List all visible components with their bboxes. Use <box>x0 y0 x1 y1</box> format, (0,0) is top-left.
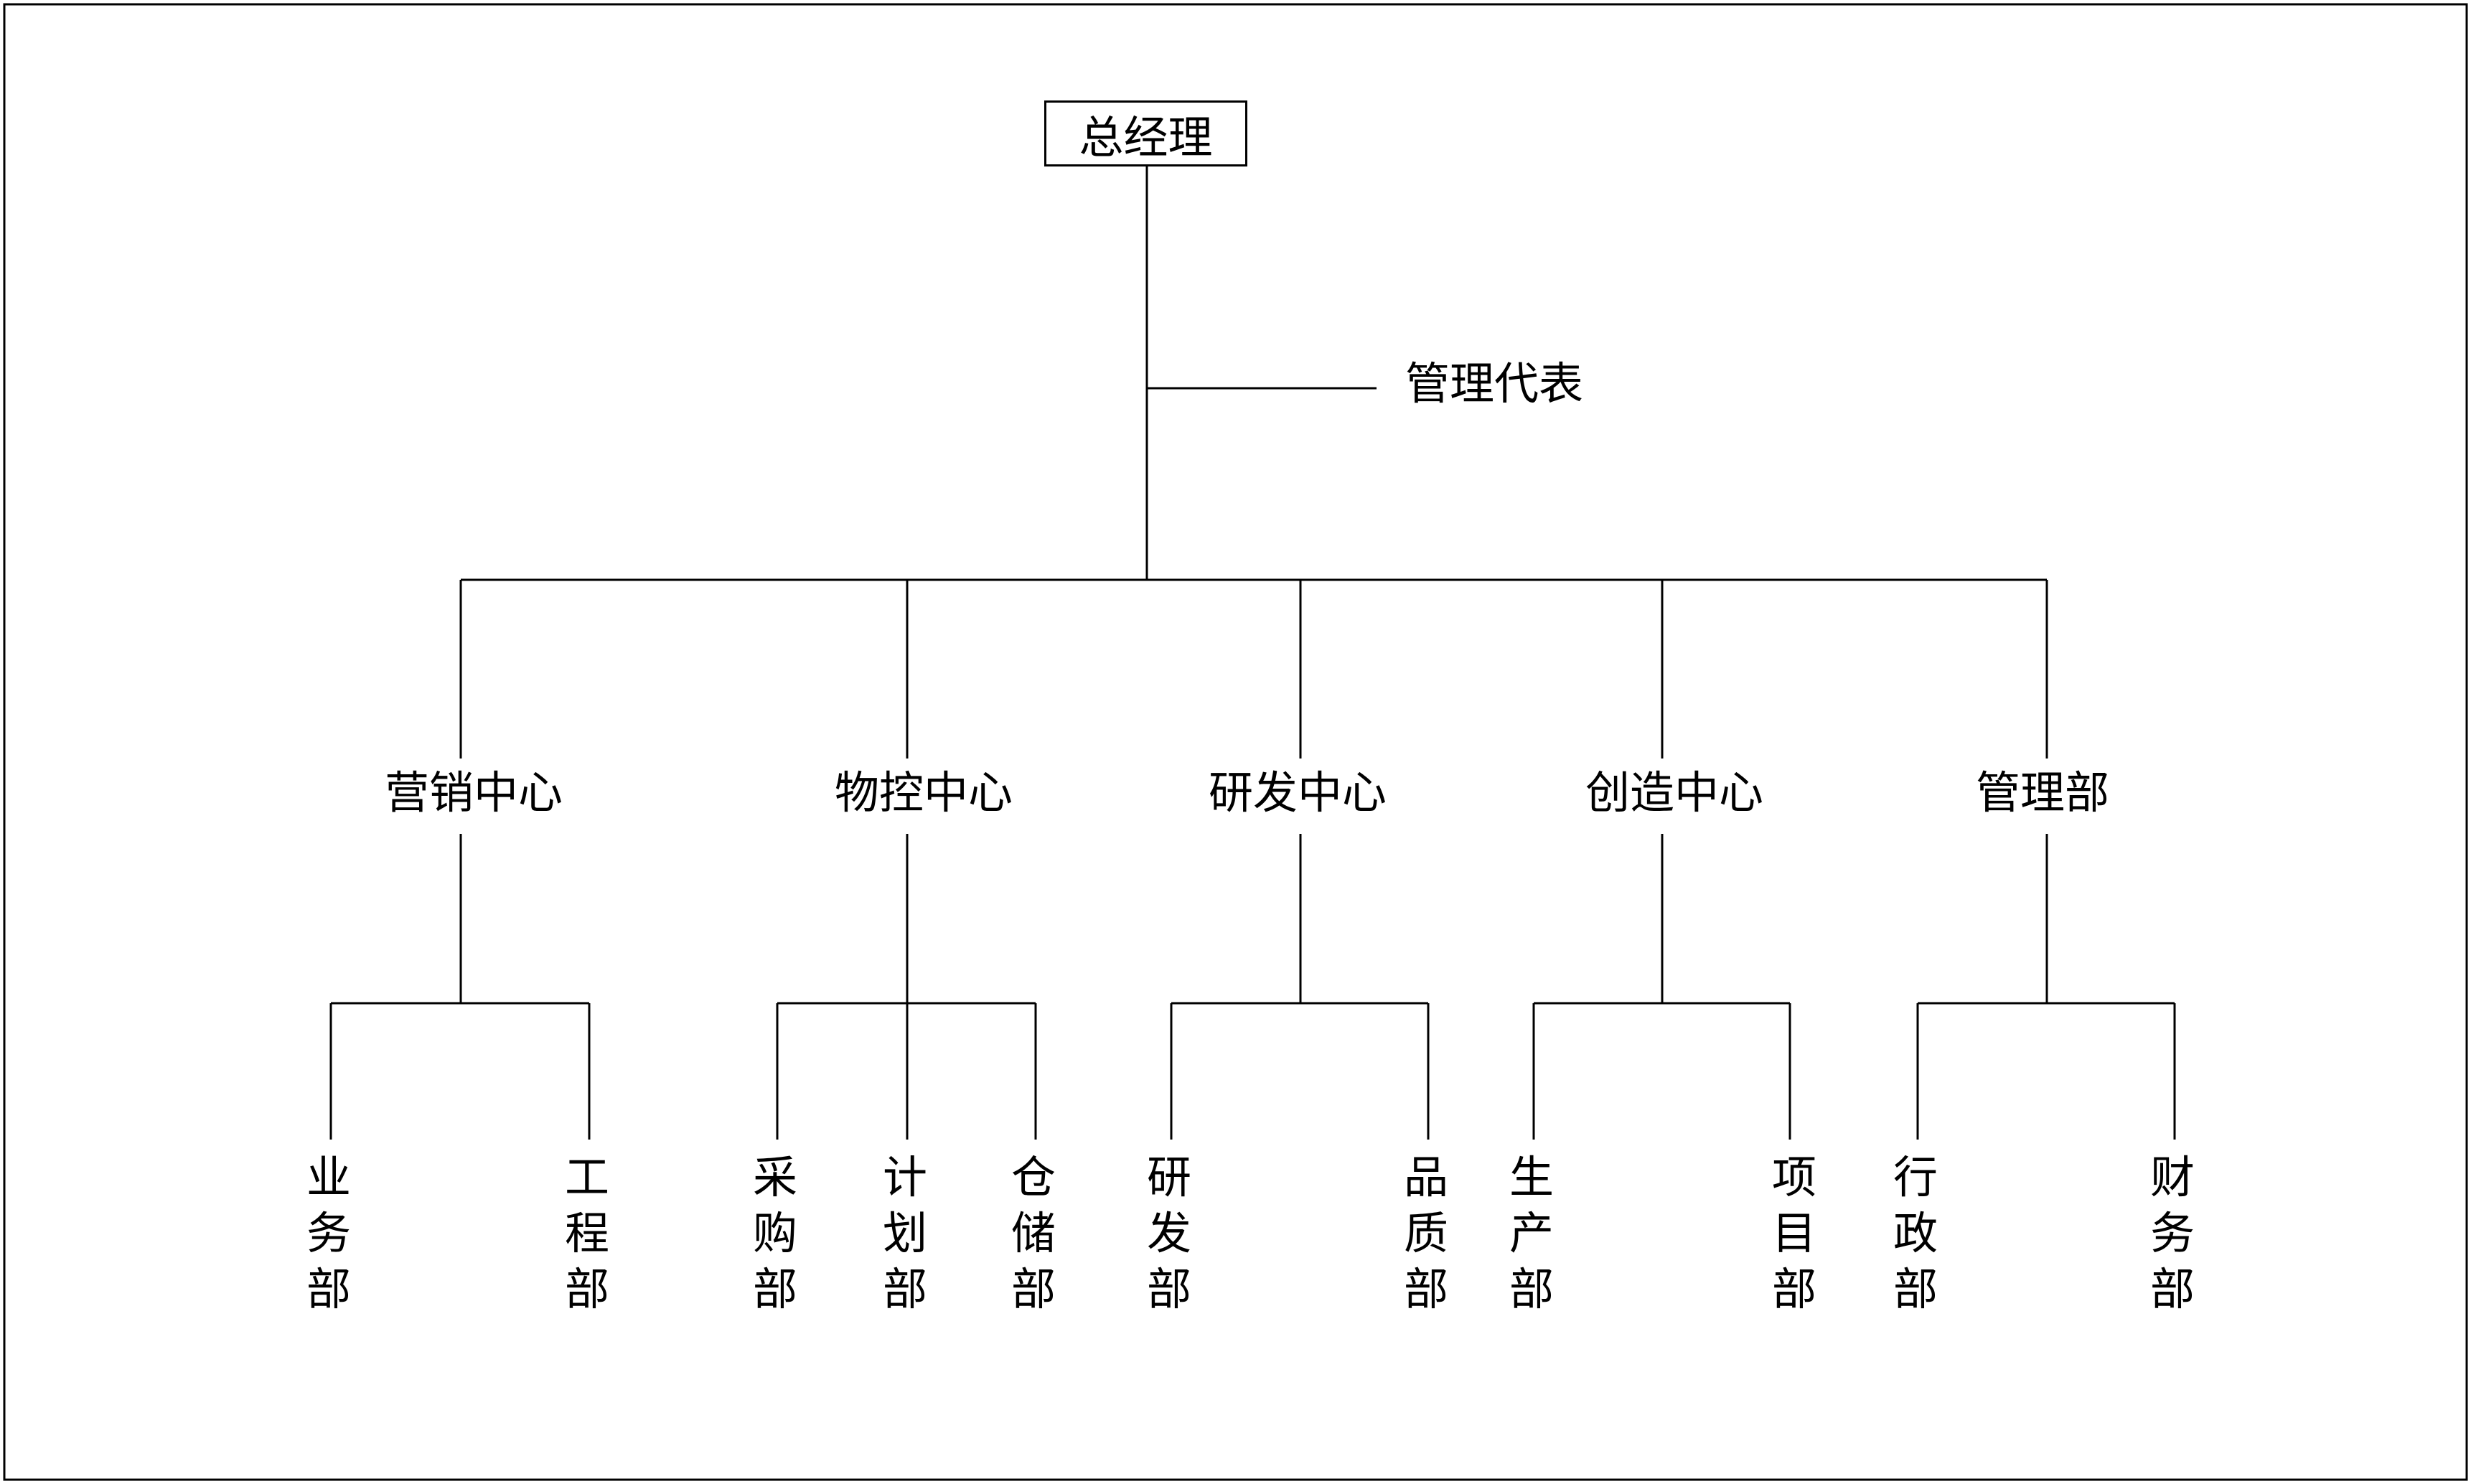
department-label: 品质部 <box>1397 1155 1455 1312</box>
center-label: 研发中心 <box>1208 766 1387 819</box>
department-char: 仓 <box>1011 1151 1056 1203</box>
department-char: 部 <box>306 1263 351 1315</box>
department-char: 部 <box>752 1263 797 1315</box>
root-node: 总经理 <box>1044 100 1247 166</box>
department-char: 计 <box>882 1151 927 1203</box>
department-label: 生产部 <box>1503 1155 1560 1312</box>
department-char: 部 <box>2149 1263 2195 1315</box>
center-label: 物控中心 <box>834 766 1013 819</box>
department-char: 务 <box>306 1207 351 1259</box>
representative-label: 管理代表 <box>1405 357 1584 410</box>
department-char: 储 <box>1011 1207 1056 1259</box>
department-char: 程 <box>564 1207 609 1259</box>
department-char: 行 <box>1893 1151 1938 1203</box>
outer-frame <box>3 3 2468 1481</box>
department-char: 项 <box>1771 1151 1816 1203</box>
department-char: 工 <box>564 1151 609 1203</box>
department-label: 财务部 <box>2144 1155 2201 1312</box>
department-label: 业务部 <box>300 1155 357 1312</box>
center-label: 营销中心 <box>384 766 563 819</box>
department-char: 目 <box>1771 1207 1816 1259</box>
department-char: 购 <box>752 1207 797 1259</box>
department-char: 部 <box>1011 1263 1056 1315</box>
department-char: 产 <box>1509 1207 1554 1259</box>
department-char: 部 <box>1146 1263 1191 1315</box>
department-char: 质 <box>1403 1207 1448 1259</box>
department-label: 仓储部 <box>1005 1155 1062 1312</box>
root-label: 总经理 <box>1079 111 1213 164</box>
center-label: 管理部 <box>1975 766 2110 819</box>
department-char: 研 <box>1146 1151 1191 1203</box>
department-char: 财 <box>2149 1151 2195 1203</box>
department-char: 部 <box>882 1263 927 1315</box>
department-label: 采购部 <box>746 1155 804 1312</box>
department-char: 部 <box>1771 1263 1816 1315</box>
department-char: 政 <box>1893 1207 1938 1259</box>
department-char: 部 <box>1893 1263 1938 1315</box>
department-label: 项目部 <box>1766 1155 1823 1312</box>
department-label: 计划部 <box>876 1155 934 1312</box>
department-char: 品 <box>1403 1151 1448 1203</box>
department-char: 生 <box>1509 1151 1554 1203</box>
department-char: 划 <box>882 1207 927 1259</box>
department-char: 部 <box>1403 1263 1448 1315</box>
department-char: 采 <box>752 1151 797 1203</box>
department-char: 发 <box>1146 1207 1191 1259</box>
department-char: 部 <box>1509 1263 1554 1315</box>
department-label: 行政部 <box>1887 1155 1944 1312</box>
center-label: 创造中心 <box>1585 766 1764 819</box>
department-char: 业 <box>306 1151 351 1203</box>
department-char: 务 <box>2149 1207 2195 1259</box>
department-label: 工程部 <box>558 1155 616 1312</box>
department-char: 部 <box>564 1263 609 1315</box>
department-label: 研发部 <box>1140 1155 1198 1312</box>
